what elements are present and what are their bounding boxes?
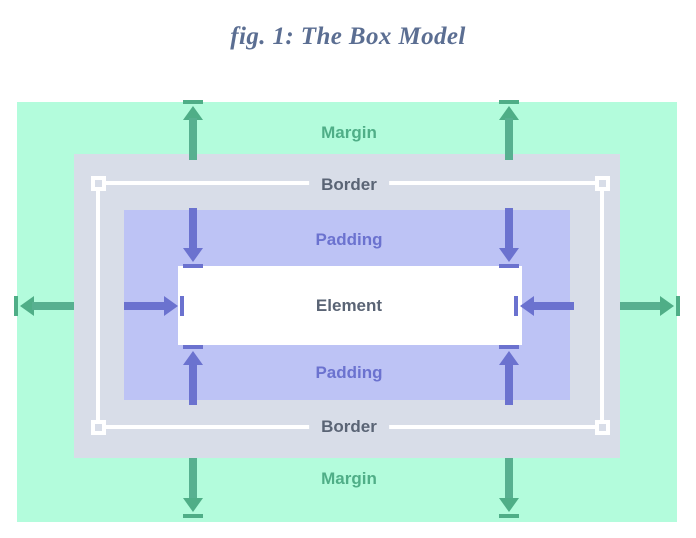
margin-arrow-up-left-icon (181, 100, 205, 160)
label-padding-top: Padding (315, 230, 383, 249)
margin-arrow-down-left-icon (181, 458, 205, 518)
padding-arrow-left-right-side-icon (514, 294, 574, 318)
padding-arrow-right-left-side-icon (124, 294, 184, 318)
label-margin-bottom: Margin (321, 469, 377, 488)
padding-arrow-up-left-icon (181, 345, 205, 405)
padding-arrow-down-right-icon (497, 208, 521, 268)
border-guide-line-right (600, 181, 604, 429)
label-border-top: Border (309, 175, 389, 195)
resize-handle-bottom-right[interactable] (595, 420, 610, 435)
padding-arrow-down-left-icon (181, 208, 205, 268)
label-border-bottom: Border (309, 417, 389, 437)
label-padding-bottom: Padding (315, 363, 383, 382)
margin-arrow-up-right-icon (497, 100, 521, 160)
resize-handle-bottom-left[interactable] (91, 420, 106, 435)
margin-arrow-left-icon (14, 294, 74, 318)
element-box (178, 266, 522, 345)
margin-arrow-right-icon (620, 294, 680, 318)
border-guide-line-left (96, 181, 100, 429)
figure-title: fig. 1: The Box Model (230, 23, 466, 50)
label-element: Element (315, 296, 383, 315)
resize-handle-top-left[interactable] (91, 176, 106, 191)
resize-handle-top-right[interactable] (595, 176, 610, 191)
label-margin-top: Margin (321, 123, 377, 142)
padding-arrow-up-right-icon (497, 345, 521, 405)
margin-arrow-down-right-icon (497, 458, 521, 518)
